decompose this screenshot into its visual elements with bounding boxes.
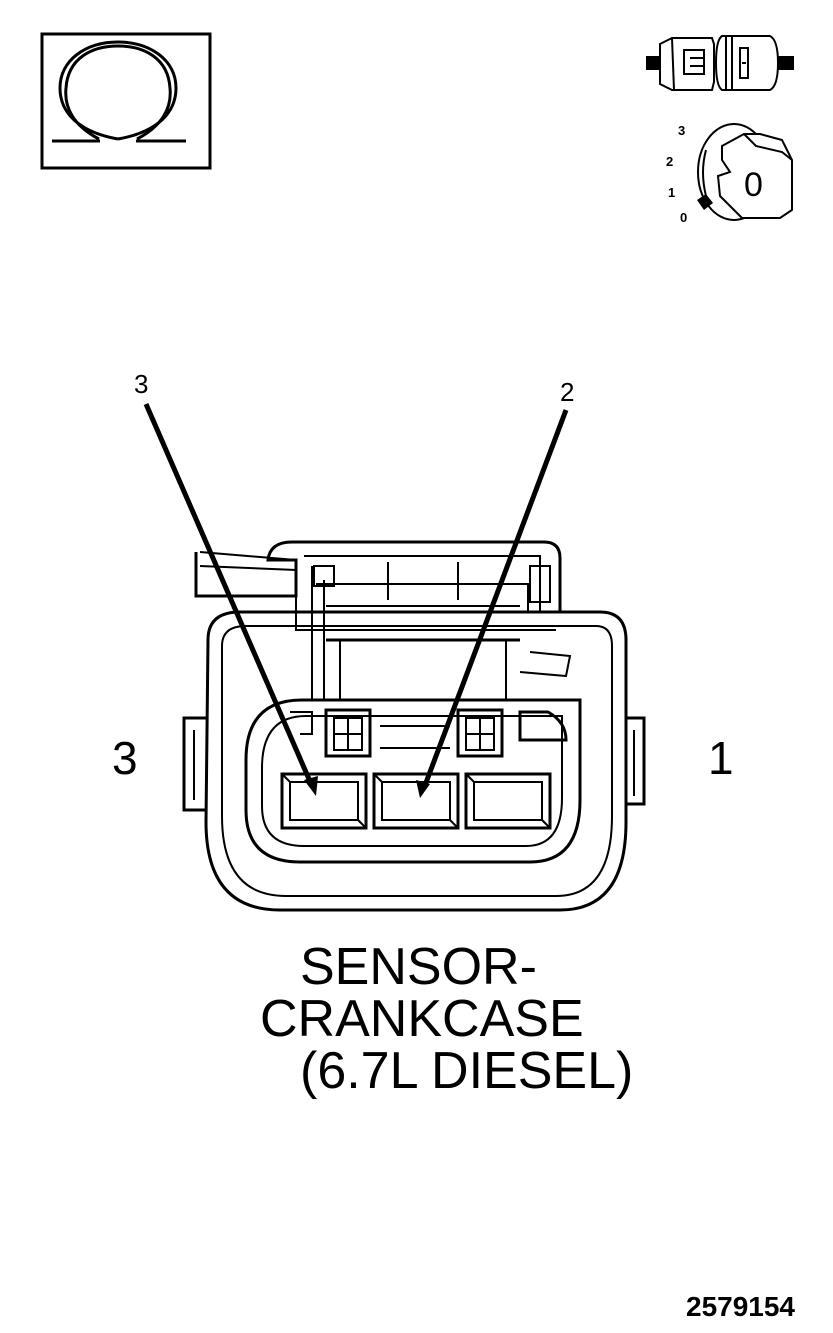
pin-label-right: 1 [708, 732, 734, 784]
terminal-cavity-1 [464, 772, 552, 830]
terminal-cavity-2 [372, 772, 460, 830]
ignition-key-icon: 3 2 1 0 0 [666, 123, 793, 225]
connector-face [182, 540, 646, 912]
callout-leader-3 [143, 403, 318, 796]
figure-id: 2579154 [686, 1291, 795, 1322]
ignition-key-number: 0 [744, 166, 763, 204]
callout-label-right: 2 [560, 377, 574, 407]
title-line-2: CRANKCASE [260, 990, 584, 1048]
ignition-position-3: 3 [678, 123, 685, 138]
ignition-position-1: 1 [668, 185, 675, 200]
title-line-1: SENSOR- [300, 938, 537, 996]
callout-label-left: 3 [134, 369, 148, 399]
ignition-position-0: 0 [680, 210, 687, 225]
title-line-3: (6.7L DIESEL) [300, 1042, 633, 1100]
terminal-cavity-3 [280, 772, 368, 830]
connector-title: SENSOR- CRANKCASE (6.7L DIESEL) [260, 938, 633, 1100]
ohm-symbol-icon [40, 32, 212, 170]
ignition-position-2: 2 [666, 154, 673, 169]
pin-label-left: 3 [112, 732, 138, 784]
callout-leader-2 [416, 409, 569, 798]
disconnected-connector-icon [646, 35, 794, 91]
